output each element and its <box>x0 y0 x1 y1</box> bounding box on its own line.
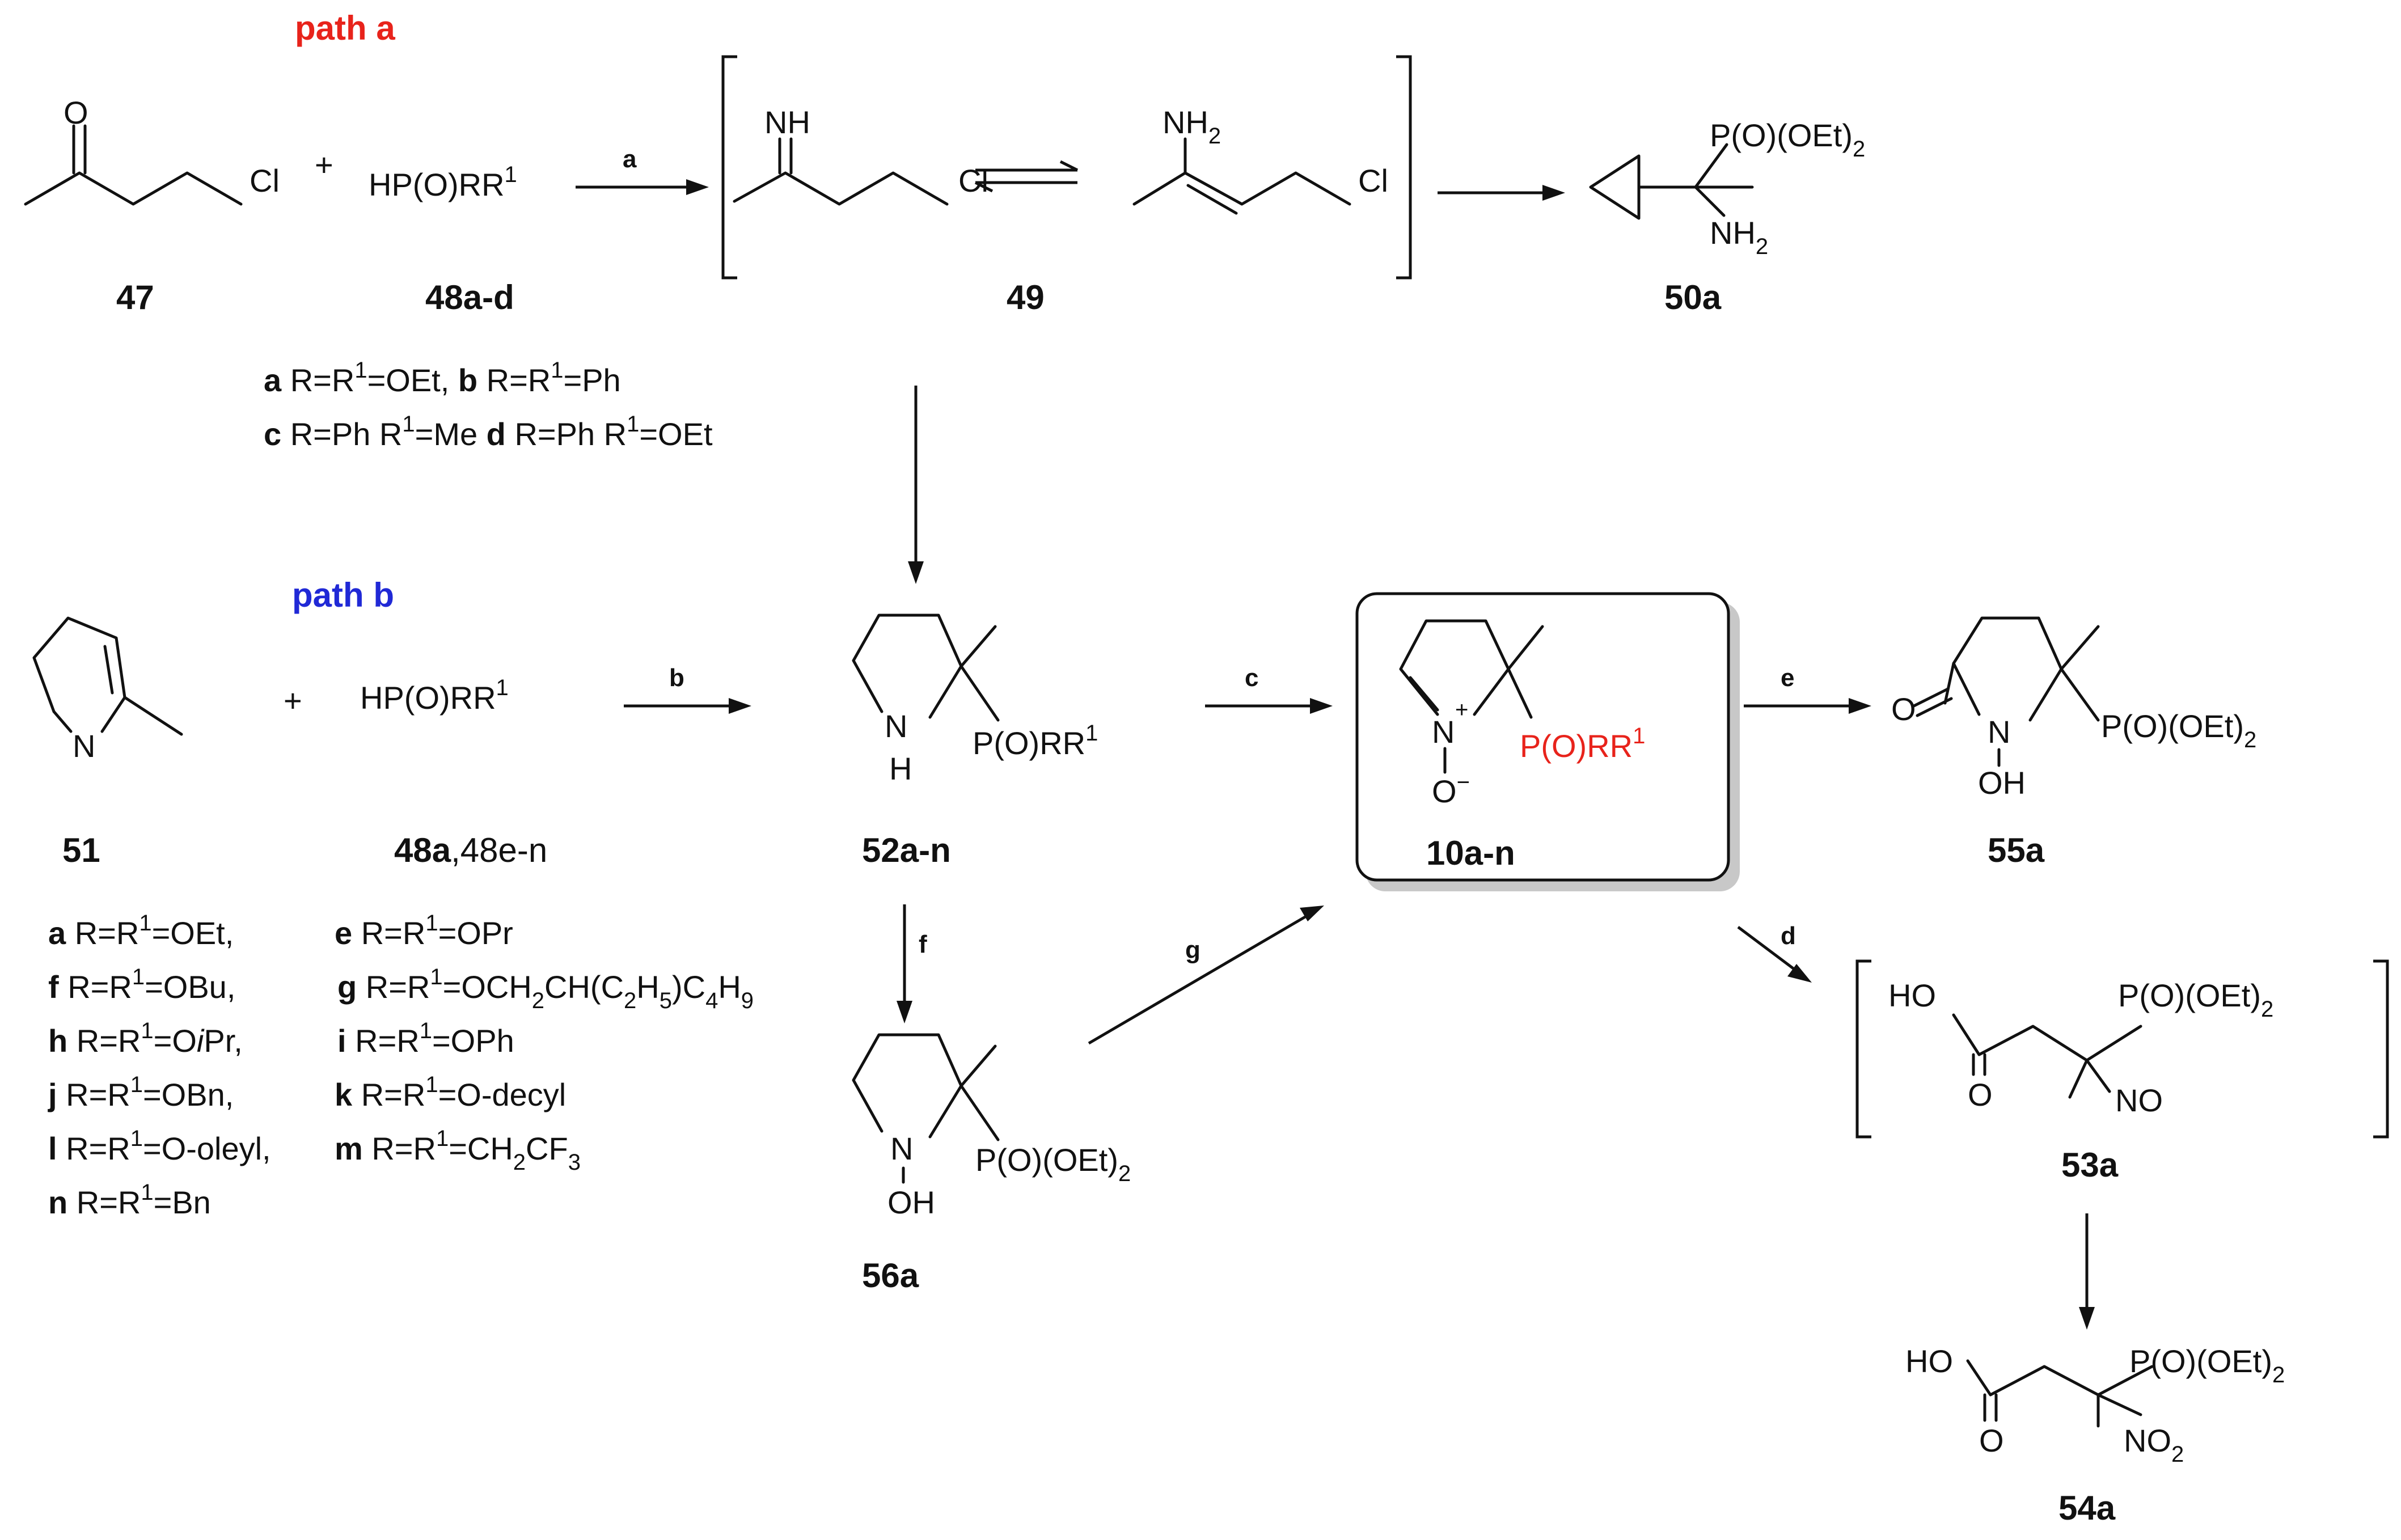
compound-56a: N OH P(O)(OEt)2 56a <box>852 1033 1131 1294</box>
svg-text:a R=R1=OEt,: a R=R1=OEt, <box>48 911 234 951</box>
label-49: 49 <box>1007 278 1045 316</box>
svg-text:O: O <box>1891 691 1916 727</box>
label-53a: 53a <box>2061 1146 2119 1184</box>
arrow-a: a <box>576 145 709 195</box>
svg-text:+: + <box>1455 697 1468 722</box>
svg-text:Cl: Cl <box>1358 163 1388 198</box>
svg-text:k R=R1=O-decyl: k R=R1=O-decyl <box>335 1072 566 1112</box>
svg-text:48a,48e-n: 48a,48e-n <box>394 831 547 869</box>
intermediate-49-bracket <box>721 55 1412 280</box>
reagent-48a-48e-n: HP(O)RR1 48a,48e-n <box>360 675 547 869</box>
compound-51: N 51 <box>32 616 183 869</box>
svg-text:j R=R1=OBn,: j R=R1=OBn, <box>48 1072 234 1112</box>
label-56a: 56a <box>862 1256 919 1294</box>
reagent-48a-d: HP(O)RR1 48a-d <box>369 162 517 316</box>
svg-text:N: N <box>1988 714 2010 750</box>
svg-text:P(O)(OEt)2: P(O)(OEt)2 <box>2129 1343 2285 1387</box>
arrow-c: c <box>1205 664 1333 714</box>
svg-text:N: N <box>885 708 907 744</box>
svg-text:g R=R1=OCH2CH(C2H5)C4H9: g R=R1=OCH2CH(C2H5)C4H9 <box>337 964 754 1013</box>
label-48a-d: 48a-d <box>425 278 514 316</box>
svg-text:P(O)(OEt)2: P(O)(OEt)2 <box>2118 978 2273 1022</box>
svg-text:f: f <box>919 930 927 958</box>
svg-text:N: N <box>73 728 95 764</box>
compound-52a-n: N H P(O)RR1 52a-n <box>852 614 1098 869</box>
svg-text:l R=R1=O-oleyl,: l R=R1=O-oleyl, <box>48 1126 271 1166</box>
label-51: 51 <box>62 831 100 869</box>
svg-text:c R=Ph R1=Me d R=Ph R1=OEt: c R=Ph R1=Me d R=Ph R1=OEt <box>264 412 713 452</box>
svg-text:a: a <box>623 145 637 173</box>
svg-text:HO: HO <box>1905 1343 1953 1379</box>
svg-text:n R=R1=Bn: n R=R1=Bn <box>48 1180 211 1220</box>
compound-10a-n: N + O− P(O)RR1 10a-n <box>1399 619 1645 872</box>
svg-text:O−: O− <box>1432 770 1470 809</box>
arrow-f: f <box>897 904 927 1023</box>
svg-text:m R=R1=CH2CF3: m R=R1=CH2CF3 <box>335 1126 581 1175</box>
svg-text:O: O <box>1968 1077 1993 1112</box>
svg-text:HO: HO <box>1888 978 1936 1013</box>
legend-48a-48e-n: a R=R1=OEt, e R=R1=OPr f R=R1=OBu, g R=R… <box>48 911 754 1220</box>
label-10a-n: 10a-n <box>1426 834 1515 872</box>
compound-50a: P(O)(OEt)2 NH2 50a <box>1589 117 1865 316</box>
arrow-49-to-52 <box>908 386 924 584</box>
svg-text:e R=R1=OPr: e R=R1=OPr <box>335 911 513 951</box>
svg-text:b: b <box>669 664 684 692</box>
svg-text:+: + <box>284 683 302 718</box>
compound-54a: HO O P(O)(OEt)2 NO2 54a <box>1905 1343 2285 1527</box>
svg-text:N: N <box>890 1131 913 1166</box>
compound-47: O Cl 47 <box>24 95 280 316</box>
svg-text:NO2: NO2 <box>2124 1423 2184 1467</box>
arrow-to-50a <box>1438 185 1565 201</box>
svg-text:NH: NH <box>764 104 810 140</box>
svg-text:NH2: NH2 <box>1163 104 1221 149</box>
svg-text:OH: OH <box>887 1184 935 1220</box>
arrow-d: d <box>1737 922 1812 983</box>
label-47: 47 <box>116 278 154 316</box>
label-55a: 55a <box>1988 831 2045 869</box>
svg-text:HP(O)RR1: HP(O)RR1 <box>369 162 517 202</box>
svg-text:Cl: Cl <box>958 163 988 198</box>
path-b-label: path b <box>292 576 394 614</box>
svg-text:P(O)(OEt)2: P(O)(OEt)2 <box>2101 708 2256 752</box>
arrow-b: b <box>624 664 751 714</box>
svg-text:P(O)(OEt)2: P(O)(OEt)2 <box>1710 117 1865 162</box>
svg-text:OH: OH <box>1978 765 2026 801</box>
legend-48a-d: a R=R1=OEt, b R=R1=Ph c R=Ph R1=Me d R=P… <box>264 358 713 452</box>
svg-text:i R=R1=OPh: i R=R1=OPh <box>337 1018 514 1059</box>
svg-text:N: N <box>1432 714 1455 750</box>
label-52a-n: 52a-n <box>862 831 951 869</box>
arrow-g: g <box>1088 906 1324 1045</box>
highlight-box-10a-n <box>1355 592 1740 891</box>
svg-text:a R=R1=OEt, b R=R1=Ph: a R=R1=OEt, b R=R1=Ph <box>264 358 621 398</box>
svg-text:d: d <box>1781 922 1796 950</box>
svg-text:O: O <box>1979 1423 2004 1458</box>
arrow-53a-to-54a <box>2079 1213 2095 1330</box>
label-54a: 54a <box>2058 1489 2116 1527</box>
svg-text:g: g <box>1185 936 1200 964</box>
enamine-49: NH2 Cl 49 <box>1007 104 1388 316</box>
svg-text:h R=R1=OiPr,: h R=R1=OiPr, <box>48 1018 243 1059</box>
svg-text:HP(O)RR1: HP(O)RR1 <box>360 675 509 716</box>
plus-sign: + <box>315 147 333 183</box>
svg-text:H: H <box>889 751 912 786</box>
svg-text:f R=R1=OBu,: f R=R1=OBu, <box>48 964 235 1005</box>
svg-text:NH2: NH2 <box>1710 215 1768 259</box>
svg-text:P(O)RR1: P(O)RR1 <box>1520 724 1645 764</box>
path-a-label: path a <box>295 9 395 47</box>
svg-text:O: O <box>64 95 88 130</box>
label-50a: 50a <box>1664 278 1722 316</box>
compound-53a: HO O P(O)(OEt)2 NO 53a <box>1888 978 2273 1184</box>
imine-49: NH Cl <box>733 104 988 206</box>
svg-text:c: c <box>1245 664 1258 692</box>
svg-text:NO: NO <box>2115 1082 2163 1118</box>
svg-text:Cl: Cl <box>250 163 280 198</box>
svg-text:P(O)RR1: P(O)RR1 <box>973 721 1098 761</box>
arrow-e: e <box>1744 664 1871 714</box>
svg-text:P(O)(OEt)2: P(O)(OEt)2 <box>975 1142 1131 1186</box>
equilibrium-arrows <box>974 160 1079 193</box>
intermediate-53a-bracket <box>1855 959 2389 1139</box>
svg-text:e: e <box>1781 664 1794 692</box>
compound-55a: O N OH P(O)(OEt)2 55a <box>1891 616 2256 869</box>
